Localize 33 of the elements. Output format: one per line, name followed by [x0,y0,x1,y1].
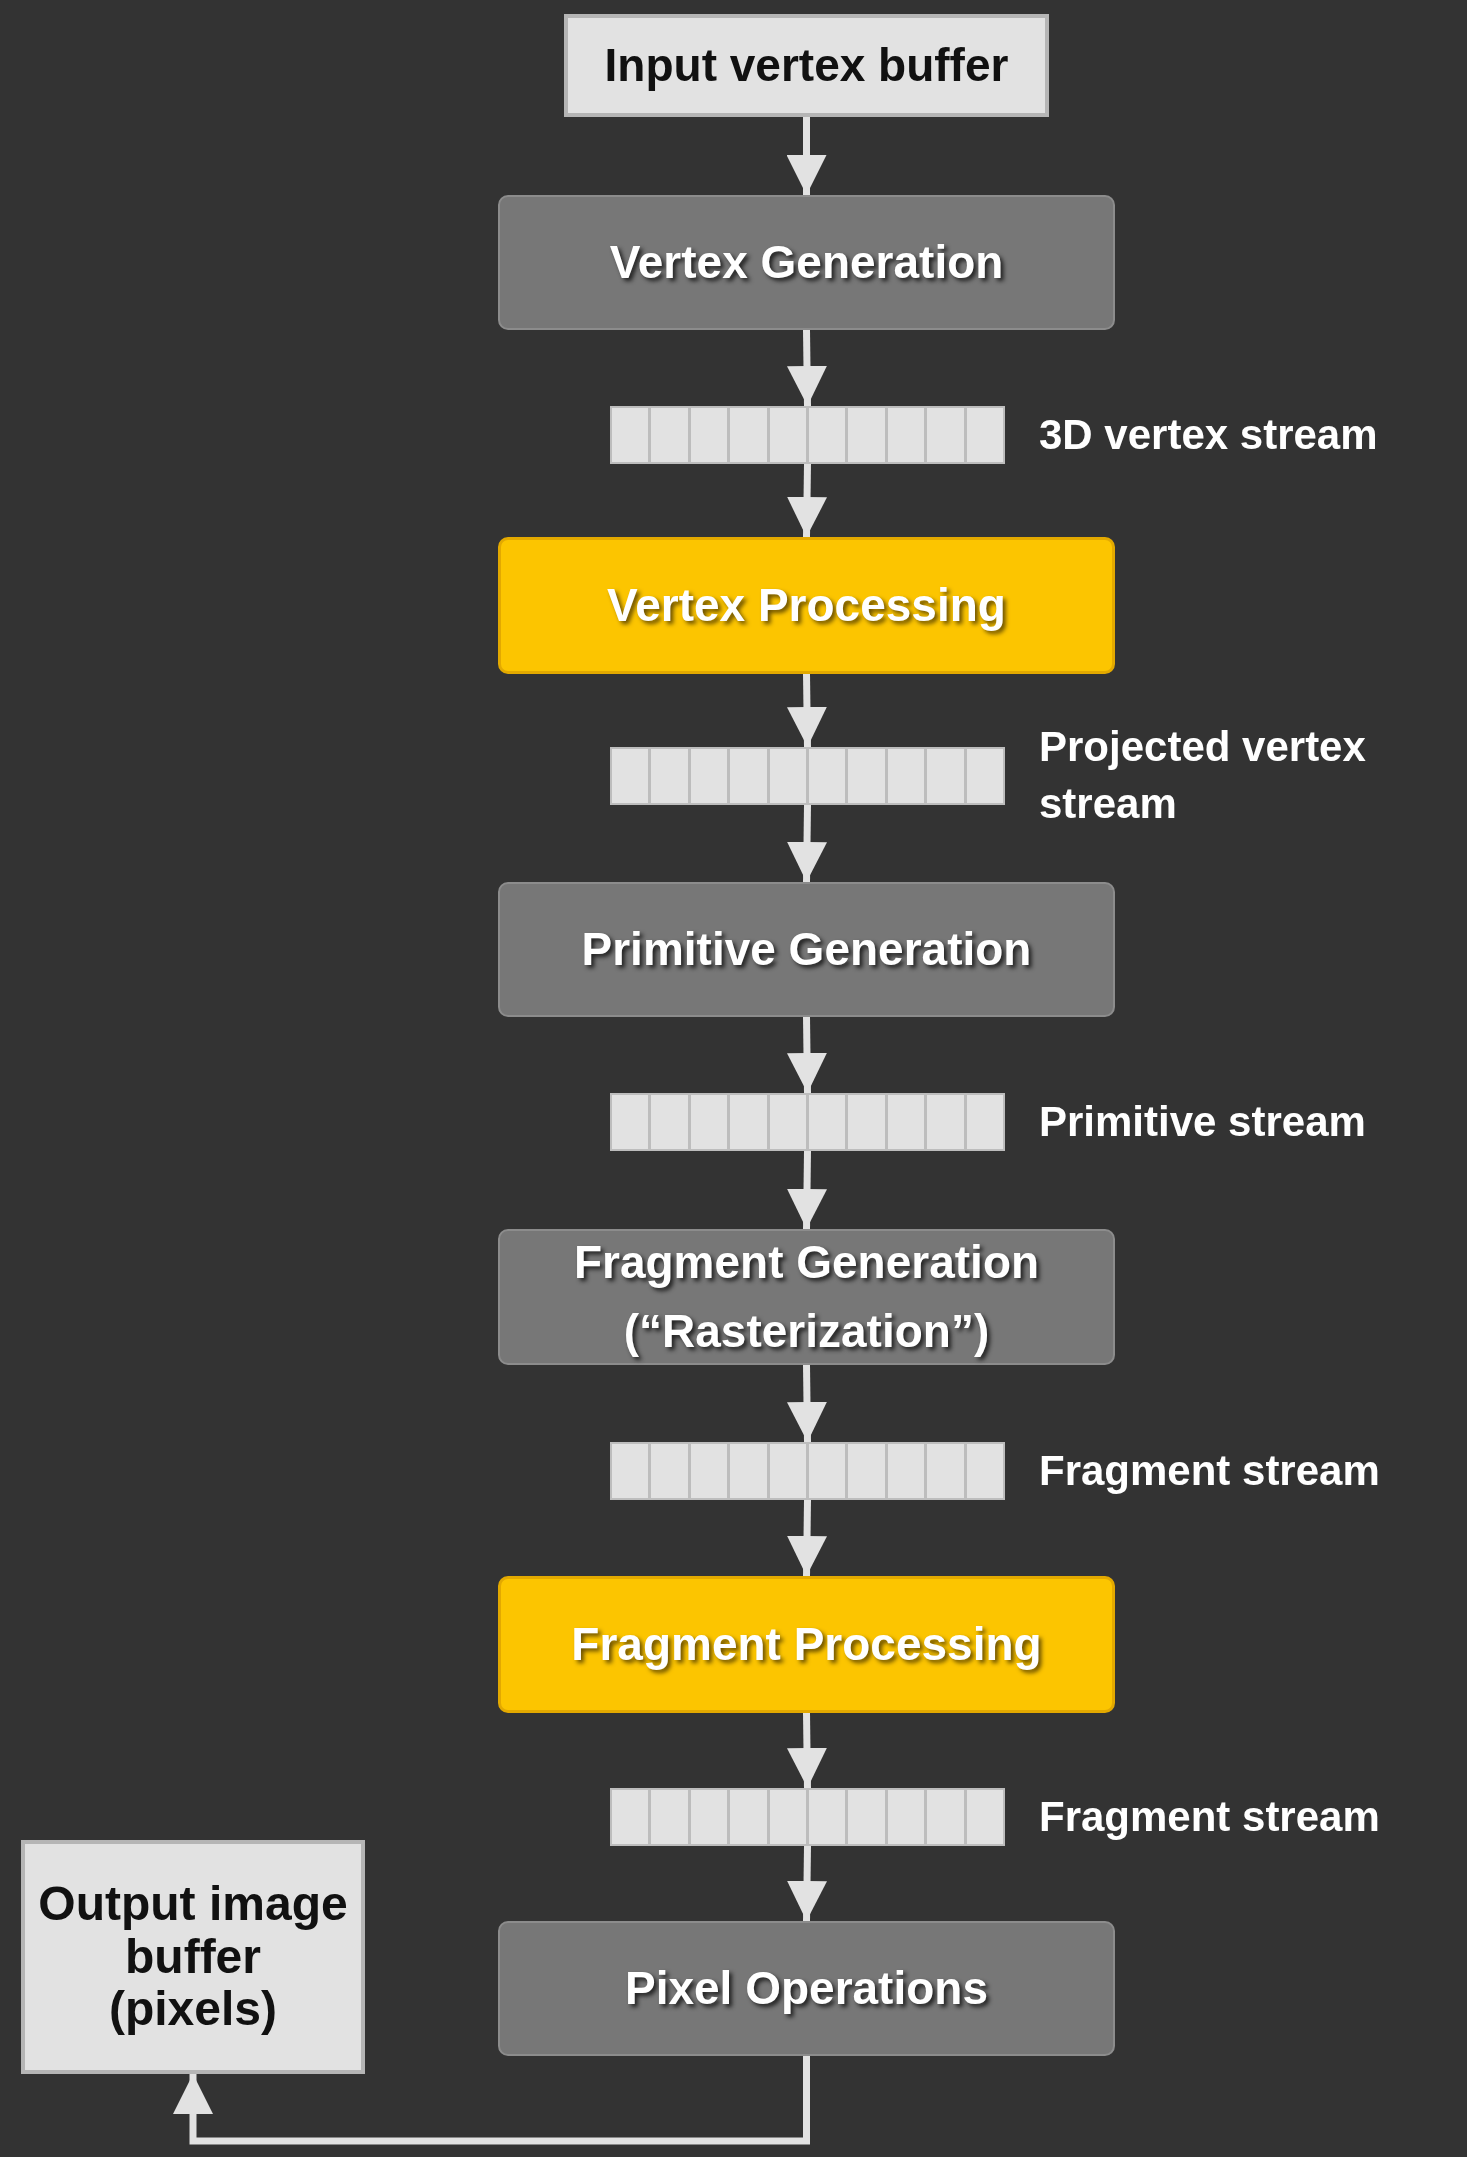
arrow [173,2056,810,2145]
input-buffer-box [564,14,1049,117]
output-buffer-box [21,1840,365,2074]
arrow [786,117,827,195]
arrow [787,1016,827,1094]
process-box [498,537,1115,674]
stream-label: 3D vertex stream [1039,409,1379,460]
box-label: Primitive Generation [580,922,1033,977]
arrow [787,1499,827,1577]
arrow [787,1845,828,1922]
box-label: Fragment Generation (“Rasterization”) [572,1235,1041,1359]
box-label: Pixel Operations [624,1961,989,2016]
process-box [498,1921,1115,2056]
arrow [787,1364,827,1443]
process-box [498,195,1115,330]
arrow [787,463,828,538]
arrow [786,1712,827,1789]
stream-label: Fragment stream [1039,1445,1381,1496]
stream-label: Projected vertex stream [1039,722,1367,829]
arrow [787,1150,827,1230]
process-box [498,1229,1115,1365]
box-label: Vertex Generation [608,235,1005,290]
box-label: Fragment Processing [570,1617,1043,1672]
box-label: Input vertex buffer [603,38,1010,93]
process-box [498,882,1115,1017]
box-label: Output image buffer (pixels) [37,1877,349,2037]
arrow [787,804,827,883]
box-label: Vertex Processing [606,578,1007,633]
arrow [787,329,827,407]
arrow [786,673,827,748]
process-box [498,1576,1115,1713]
stream-label: Primitive stream [1039,1096,1367,1147]
stream-label: Fragment stream [1039,1791,1381,1842]
